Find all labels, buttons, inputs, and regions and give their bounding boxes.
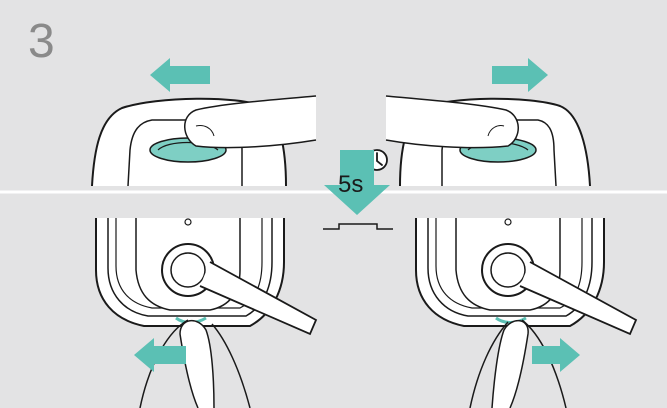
arrow-left-icon [150,58,210,92]
arrow-right-icon [532,338,580,372]
finger-bottom-right [492,321,528,408]
press-signal-icon [323,224,393,229]
hold-duration-label: 5s [338,173,363,197]
arrow-left-icon [134,338,186,372]
earpiece-side-right [416,218,636,334]
finger-bottom-left [180,321,214,408]
step-number: 3 [28,18,55,66]
arrow-right-icon [492,58,548,92]
earpiece-side-left [96,218,316,334]
